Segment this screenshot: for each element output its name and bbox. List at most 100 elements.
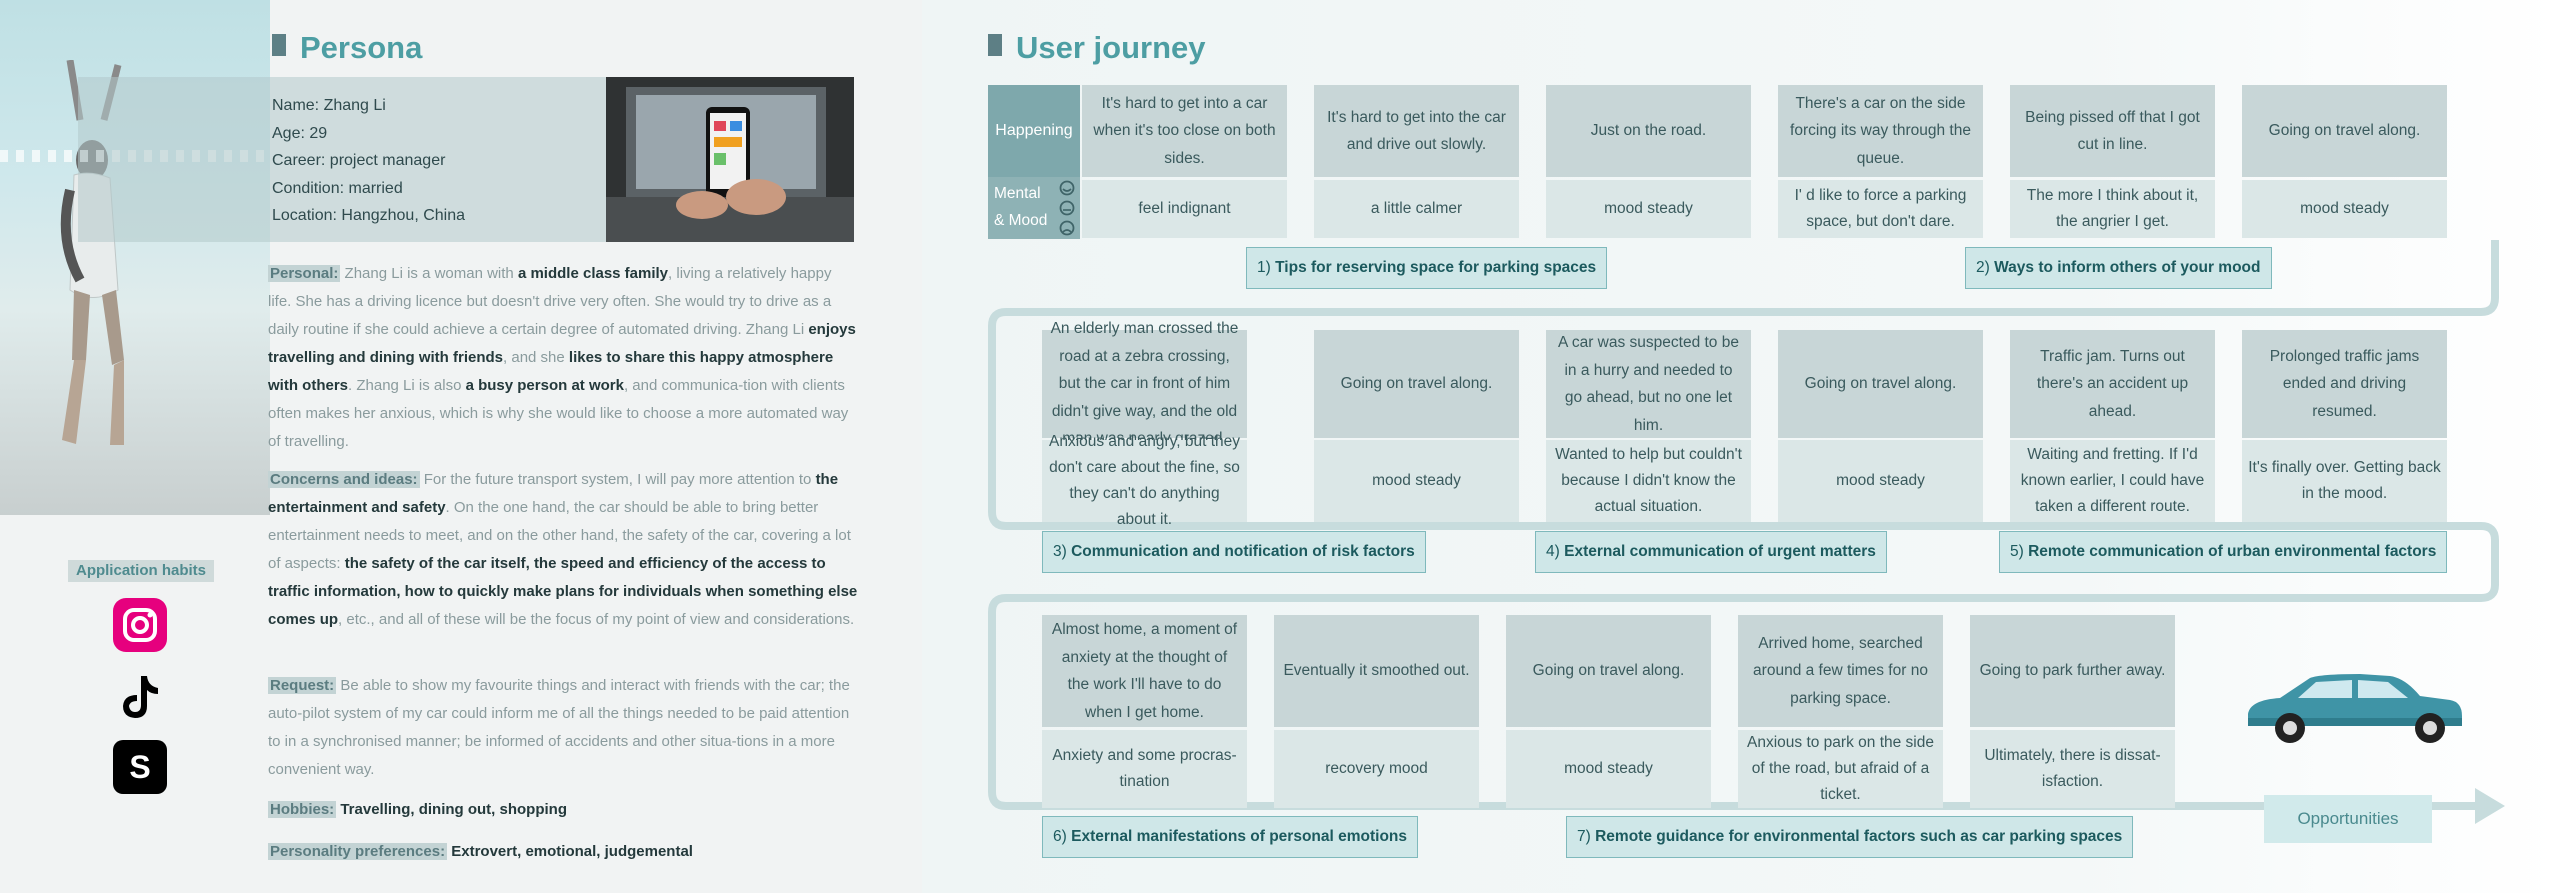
opportunity-text: External manifestations of personal emot… — [1071, 828, 1408, 845]
happening-cell: Going on travel along. — [1314, 330, 1519, 438]
mood-cell: mood steady — [1778, 440, 1983, 522]
mood-label-2: & Mood — [994, 212, 1048, 229]
opportunity-box[interactable]: 7) Remote guidance for environmental fac… — [1566, 816, 2134, 858]
journey-title: User journey — [988, 30, 1206, 66]
title-marker — [988, 34, 1002, 56]
personal-tag: Personal: — [268, 265, 341, 282]
persona-career: Career: project manager — [272, 152, 446, 169]
concerns-text: For the future transport system, I will … — [268, 471, 857, 628]
mood-cell: Anxiety and some procras-tination — [1042, 730, 1247, 808]
hobbies-tag: Hobbies: — [268, 801, 337, 818]
mood-cell: Ultimately, there is dissat-isfaction. — [1970, 730, 2175, 808]
s-app-icon[interactable]: S — [113, 740, 167, 794]
opportunities-label: Opportunities — [2264, 795, 2432, 843]
persona-personality: Personality preferences: Extrovert, emot… — [268, 838, 858, 866]
request-text: Be able to show my favourite things and … — [268, 677, 850, 778]
svg-text:S: S — [129, 749, 150, 785]
body-text: . Zhang Li is also — [348, 377, 466, 394]
concerns-tag: Concerns and ideas: — [268, 471, 420, 488]
opportunity-number: 7) — [1577, 828, 1591, 845]
emphasis-text: a busy person at work — [465, 377, 624, 394]
happening-cell: Eventually it smoothed out. — [1274, 615, 1479, 727]
persona-name: Name: Zhang Li — [272, 97, 386, 114]
happening-cell: Going on travel along. — [1506, 615, 1711, 727]
emphasis-text: the entertainment and safety — [268, 471, 839, 516]
happening-cell: Almost home, a moment of anxiety at the … — [1042, 615, 1247, 727]
opportunity-text: Communication and notification of risk f… — [1071, 543, 1415, 560]
opportunity-text: Remote communication of urban environmen… — [2028, 543, 2437, 560]
mood-cell: mood steady — [1506, 730, 1711, 808]
persona-personal: Personal: Zhang Li is a woman with a mid… — [268, 260, 858, 456]
persona-condition: Condition: married — [272, 179, 403, 197]
happening-cell: Just on the road. — [1546, 85, 1751, 177]
emphasis-text: a middle class family — [517, 265, 669, 282]
persona-location: Location: Hangzhou, China — [272, 207, 466, 224]
title-marker — [272, 34, 286, 56]
body-text: . On the one hand, the car should be abl… — [268, 499, 851, 572]
opportunity-number: 6) — [1053, 828, 1067, 845]
mood-cell: mood steady — [2242, 180, 2447, 238]
car-icon — [2248, 674, 2462, 743]
opportunity-number: 4) — [1546, 543, 1560, 560]
mood-cell: recovery mood — [1274, 730, 1479, 808]
application-habits-label: Application habits — [68, 560, 214, 582]
tiktok-icon[interactable] — [113, 670, 167, 724]
happening-cell: Going on travel along. — [1778, 330, 1983, 438]
opportunity-box[interactable]: 2) Ways to inform others of your mood — [1965, 247, 2272, 289]
personal-text: Zhang Li is a woman with a middle class … — [268, 265, 856, 450]
laptop-phone-illustration-icon — [606, 77, 854, 242]
opportunity-box[interactable]: 6) External manifestations of personal e… — [1042, 816, 1419, 858]
mood-label-cell — [988, 177, 1080, 239]
persona-hobbies: Hobbies: Travelling, dining out, shoppin… — [268, 796, 858, 824]
mood-cell: mood steady — [1314, 440, 1519, 522]
laptop-photo — [606, 77, 854, 242]
opportunity-box[interactable]: 4) External communication of urgent matt… — [1535, 531, 1887, 573]
request-tag: Request: — [268, 677, 337, 694]
mood-cell: a little calmer — [1314, 180, 1519, 238]
happening-cell: Going on travel along. — [2242, 85, 2447, 177]
persona-panel: Persona Name: Zhang Li Age: 29 Career: p… — [0, 0, 922, 893]
happening-cell: An elderly man crossed the road at a zeb… — [1042, 320, 1247, 447]
persona-title: Persona — [272, 30, 422, 66]
opportunity-box[interactable]: 5) Remote communication of urban environ… — [1999, 531, 2448, 573]
opportunity-number: 2) — [1976, 259, 1990, 276]
persona-concerns: Concerns and ideas: For the future trans… — [268, 466, 858, 634]
happening-cell: Arrived home, searched around a few time… — [1738, 615, 1943, 727]
emphasis-text: likes to share this happy atmosphere wit… — [268, 349, 834, 394]
opportunity-box[interactable]: 1) Tips for reserving space for parking … — [1246, 247, 1608, 289]
mood-cell: Anxious to park on the side of the road,… — [1738, 730, 1943, 808]
body-text: , and she — [503, 349, 569, 366]
body-text: For the future transport system, I will … — [423, 471, 816, 488]
happening-cell: Prolonged traffic jams ended and driving… — [2242, 330, 2447, 438]
opportunity-text: Remote guidance for environmental factor… — [1595, 828, 2123, 845]
hobbies-text: Travelling, dining out, shopping — [340, 801, 567, 818]
body-text: , living a relatively happy life. She ha… — [268, 265, 832, 338]
instagram-icon[interactable] — [113, 598, 167, 652]
opportunity-number: 3) — [1053, 543, 1067, 560]
mood-cell: mood steady — [1546, 180, 1751, 238]
happening-cell: It's hard to get into a car when it's to… — [1082, 85, 1287, 177]
opportunity-number: 5) — [2010, 543, 2024, 560]
happening-cell: Traffic jam. Turns out there's an accide… — [2010, 330, 2215, 438]
mood-cell: Waiting and fretting. If I'd known earli… — [2010, 440, 2215, 522]
mood-label-1: Mental — [994, 185, 1041, 202]
happening-cell: There's a car on the side forcing its wa… — [1778, 85, 1983, 177]
mood-cell: feel indignant — [1082, 180, 1287, 238]
emphasis-text: enjoys travelling and dining with friend… — [268, 321, 856, 366]
persona-age: Age: 29 — [272, 124, 328, 142]
mood-cell: I' d like to force a parking space, but … — [1778, 180, 1983, 238]
mood-cell: The more I think about it, the angrier I… — [2010, 180, 2215, 238]
body-text: Zhang Li is a woman with — [344, 265, 518, 282]
body-text: , and communica-tion with clients often … — [268, 377, 849, 450]
happening-cell: A car was suspected to be in a hurry and… — [1546, 330, 1751, 438]
opportunity-text: Ways to inform others of your mood — [1994, 259, 2261, 276]
opportunity-text: Tips for reserving space for parking spa… — [1275, 259, 1597, 276]
mood-faces-icon — [1059, 180, 1075, 236]
opportunity-number: 1) — [1257, 259, 1271, 276]
opportunity-box[interactable]: 3) Communication and notification of ris… — [1042, 531, 1426, 573]
personality-tag: Personality preferences: — [268, 843, 448, 860]
personality-text: Extrovert, emotional, judgemental — [451, 843, 693, 860]
mood-cell: It's finally over. Getting back in the m… — [2242, 440, 2447, 522]
emphasis-text: the safety of the car itself, the speed … — [268, 555, 858, 628]
